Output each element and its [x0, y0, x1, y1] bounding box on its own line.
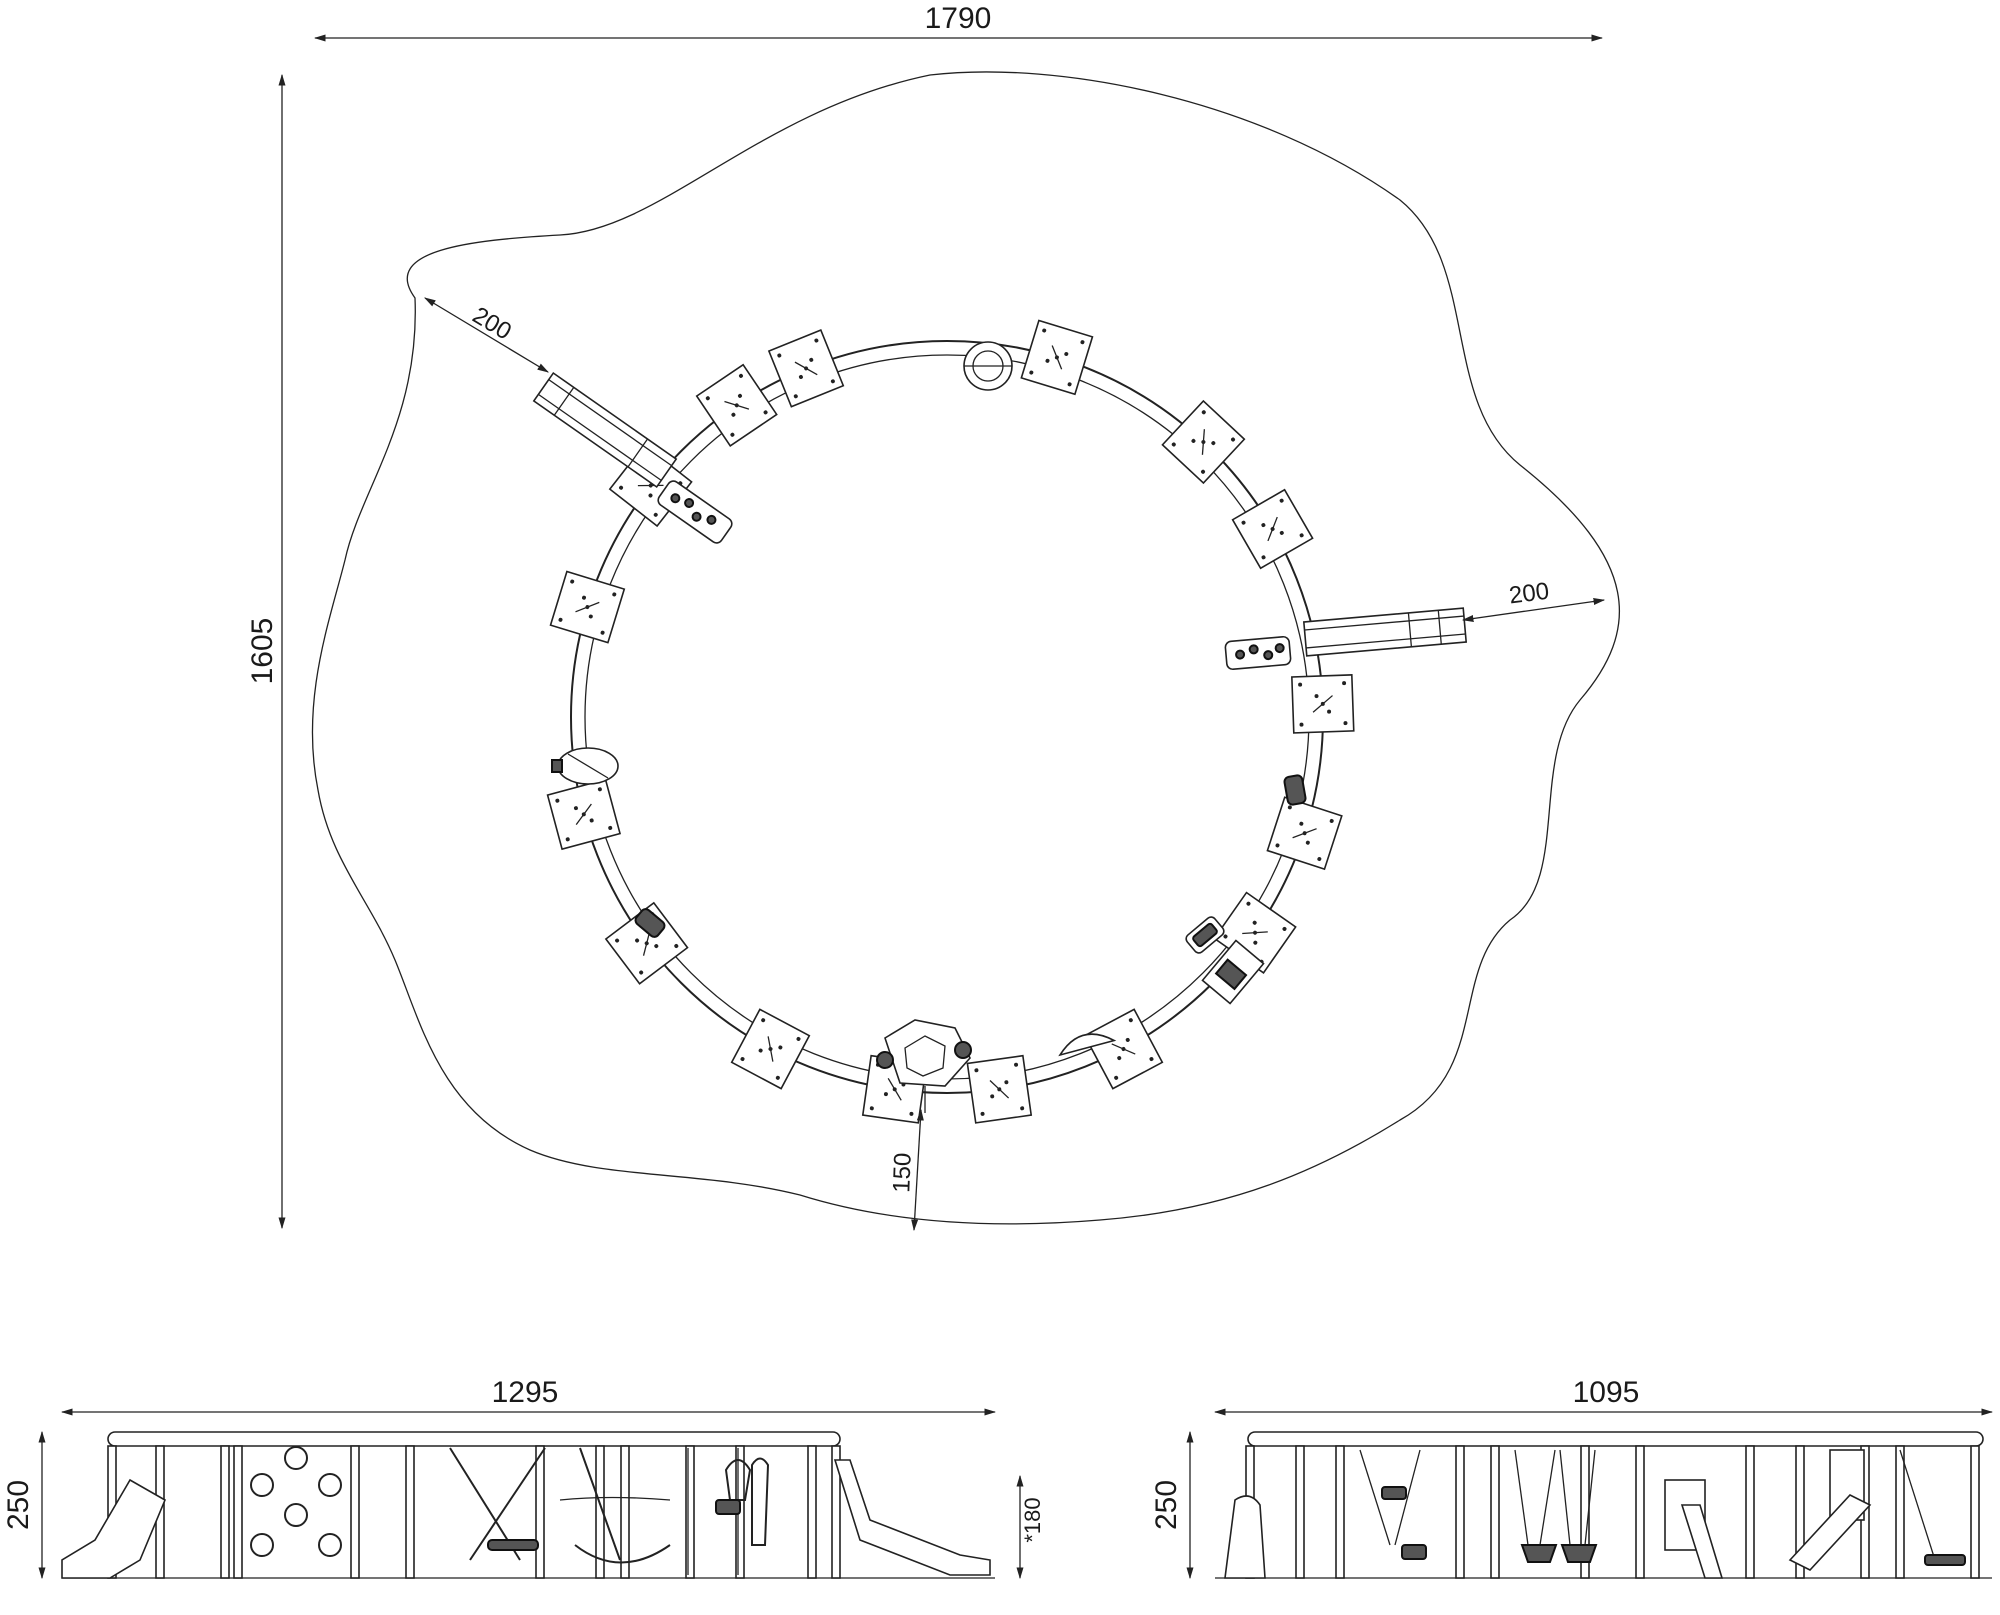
dimension-clearance-bottom: 150: [888, 1108, 924, 1232]
post: [405, 1445, 415, 1579]
clearance-left-label: 200: [468, 302, 516, 346]
post: [1635, 1445, 1645, 1579]
basket-swing-top: [963, 341, 1013, 391]
post: [350, 1445, 360, 1579]
post: [831, 1445, 841, 1579]
side-posts: [1245, 1445, 1980, 1579]
dimension-clearance-right: 200: [1461, 578, 1606, 622]
post: [233, 1445, 243, 1579]
side-elevation: 1095 250: [1150, 1376, 1994, 1580]
post: [220, 1445, 230, 1579]
foundation-plate: [604, 901, 689, 985]
post: [1795, 1445, 1805, 1579]
foundation-plate: [695, 363, 778, 447]
clearance-bottom-label: 150: [888, 1152, 916, 1193]
foundation-plate: [1020, 319, 1094, 396]
post: [535, 1445, 545, 1579]
post: [595, 1445, 605, 1579]
slide-east: [1302, 607, 1468, 657]
post: [1895, 1445, 1905, 1579]
post: [1490, 1445, 1500, 1579]
side-width-label: 1095: [1573, 1376, 1640, 1409]
front-slide-right: [833, 1459, 991, 1576]
side-height-label: 250: [1150, 1480, 1183, 1530]
width-dimension-label: 1790: [925, 2, 992, 35]
foundation-plate: [966, 1054, 1033, 1124]
dimension-width: 1790: [313, 2, 1604, 42]
front-slide-left: [61, 1478, 167, 1579]
foundation-plate: [1266, 796, 1343, 871]
post: [1745, 1445, 1755, 1579]
front-width-label: 1295: [492, 1376, 559, 1409]
foundation-plate: [1083, 1008, 1164, 1090]
foundation-plate: [549, 570, 626, 644]
height-dimension-label: 1605: [246, 618, 279, 685]
post: [620, 1445, 630, 1579]
bench-south: [1058, 1033, 1117, 1057]
slide-short-southeast: [1201, 939, 1265, 1005]
swing-seat-east: [1283, 774, 1307, 806]
post: [807, 1445, 817, 1579]
post: [1455, 1445, 1465, 1579]
foundation-plate: [1231, 488, 1314, 570]
post: [1970, 1445, 1980, 1579]
swing-seat-southwest: [634, 908, 666, 938]
safety-zone-outline: [311, 71, 1620, 1225]
front-height-label: 250: [2, 1480, 35, 1530]
slide-northwest: [532, 371, 678, 489]
foundation-plate: [1291, 674, 1355, 734]
dimension-height: 1605: [246, 73, 286, 1230]
swing-seat-west: [551, 747, 619, 785]
foundation-plate: [1161, 399, 1246, 485]
clearance-right-label: 200: [1508, 578, 1551, 610]
foundation-plate: [767, 329, 845, 408]
climbing-wall-east: [1224, 635, 1292, 671]
post: [685, 1445, 695, 1579]
front-fall-height-label: *180: [1020, 1497, 1045, 1542]
front-ring-panel: [250, 1446, 342, 1557]
front-elevation: 1295 250 *180: [2, 1376, 1045, 1580]
post: [1295, 1445, 1305, 1579]
plan-view: 1790 1605 200 200 150: [246, 2, 1620, 1232]
swing-seat-southeast: [1185, 916, 1225, 954]
foundation-plate: [730, 1008, 811, 1090]
foundation-plates: [546, 319, 1355, 1124]
hexagon-hub-south: [876, 1019, 972, 1113]
post: [1335, 1445, 1345, 1579]
foundation-plate: [546, 778, 622, 851]
dimension-clearance-left: 200: [423, 297, 550, 373]
climbing-wall-northwest: [657, 480, 733, 544]
